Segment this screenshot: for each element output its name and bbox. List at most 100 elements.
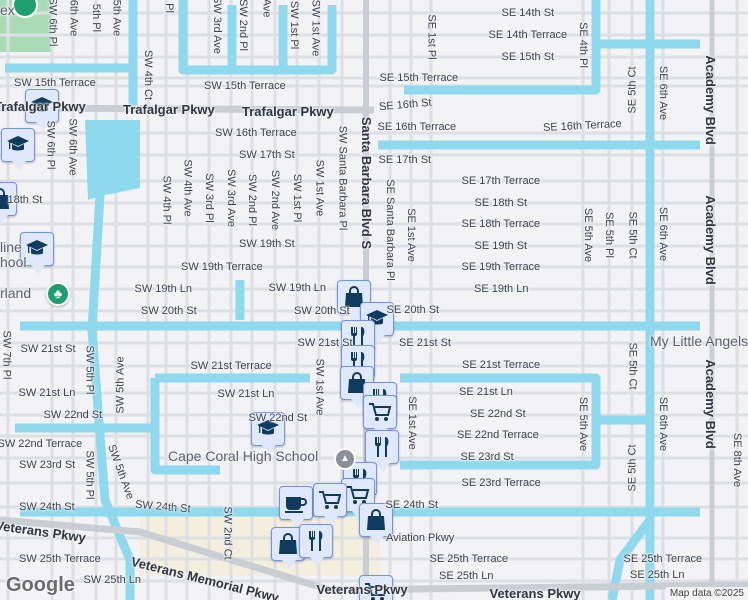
street-label: SE 19th Ln [474, 283, 529, 295]
school-marker[interactable] [20, 232, 54, 274]
street-label: SE 25th Ln [630, 569, 685, 581]
shopping-icon [279, 533, 297, 554]
park-pin-icon[interactable] [12, 0, 38, 18]
street-label: SW 21st Ln [18, 387, 76, 399]
street-label: SE 25th Terrace [429, 553, 509, 565]
street-label: SE 14th St [501, 7, 555, 19]
restaurant-icon [309, 531, 323, 551]
place-label-partial: rland [0, 285, 32, 301]
street-label: SW 22nd St [43, 409, 103, 421]
street-label: SE 24th St [385, 499, 439, 511]
lake [85, 120, 140, 200]
cart-icon [319, 491, 342, 509]
shopping-marker[interactable] [359, 503, 393, 545]
street-label: SE 18th St [474, 197, 528, 209]
restaurant-marker[interactable] [365, 430, 399, 472]
school-icon [7, 136, 29, 151]
street-label: SW 17th St [239, 149, 295, 161]
school-place-icon[interactable]: ▲ [334, 448, 356, 470]
street-label: SE 14th Terrace [488, 29, 568, 41]
street-label: SW 20th St [294, 305, 350, 317]
street-label: SE 23rd St [460, 451, 514, 463]
street-label: SE 15th St [501, 51, 555, 63]
canal [178, 0, 337, 75]
street-label: SW 21st St [297, 337, 353, 349]
street-label: SE 21st Terrace [462, 359, 541, 371]
restaurant-marker[interactable] [299, 524, 333, 566]
shopping-icon [348, 372, 366, 393]
street-label: SW 19th St [239, 238, 295, 250]
street-label: Aviation Pkwy [386, 532, 455, 544]
road-trafalgar-pkwy [0, 104, 375, 114]
cart-icon [369, 403, 392, 421]
street-label: SW 15th Terrace [14, 77, 96, 89]
street-label: SW 23rd St [19, 459, 76, 471]
street-label: SW 19th Ln [268, 282, 326, 294]
street-label: SW 22nd St [248, 412, 308, 424]
coffee-icon [285, 497, 307, 513]
school-icon [31, 97, 53, 112]
restaurant-icon [351, 327, 365, 347]
street-label: SE 19th Terrace [461, 261, 541, 273]
school-marker[interactable] [251, 412, 285, 454]
street-label: SW 24th St [19, 501, 75, 513]
place-label-partial: ex [0, 2, 15, 18]
street-label: SW 19th Terrace [181, 261, 263, 273]
street-label: SW 21st Ln [217, 388, 275, 400]
shopping-icon [367, 509, 385, 530]
shopping-icon [0, 188, 9, 209]
shopping-icon [345, 286, 363, 307]
place-label-my-little-angels[interactable]: My Little Angels [650, 333, 748, 349]
cart-marker[interactable] [313, 483, 347, 525]
street-label: SW 21st Terrace [190, 360, 272, 372]
street-label: 18th St [7, 194, 43, 206]
map-attribution[interactable]: Map data ©2025 [665, 587, 748, 600]
school-icon [26, 240, 48, 255]
google-logo: Google [6, 574, 75, 596]
cart-icon [365, 583, 388, 600]
street-label: SE 20th St [386, 304, 440, 316]
street-label: SE 22nd Terrace [457, 429, 539, 441]
school-marker[interactable] [1, 128, 35, 170]
restaurant-icon [375, 437, 389, 457]
street-label: SE 21st Ln [459, 386, 513, 398]
street-label: Trafalgar Pkwy [123, 102, 215, 117]
shopping-marker[interactable] [0, 182, 17, 224]
canal [404, 0, 601, 95]
street-label: Trafalgar Pkwy [0, 99, 86, 114]
tree-icon[interactable]: ♣ [46, 282, 70, 306]
street-label: SE 23rd Terrace [461, 477, 541, 489]
coffee-marker[interactable] [279, 486, 313, 528]
school-marker[interactable] [25, 89, 59, 131]
street-label: SE 16th Terrace [377, 121, 457, 133]
street-label: SE 21st St [399, 337, 451, 349]
road-veterans-pkwy [0, 516, 748, 594]
street-label: SE 22nd St [470, 408, 526, 420]
street-label: SE 19th St [474, 240, 528, 252]
cart-marker[interactable] [359, 575, 393, 600]
canal [150, 378, 220, 475]
street-label: SW 20th St [141, 305, 197, 317]
place-label-partial: line [0, 239, 22, 255]
street-label: SE 17th Terrace [461, 175, 541, 187]
street-label: SE 15th Terrace [379, 72, 459, 84]
street-label: Veterans Pkwy [316, 582, 408, 597]
street-label: SW 19th Ln [134, 283, 192, 295]
street-label: SE 25th Terrace [623, 553, 703, 565]
street-label: SW 15th Terrace [204, 80, 286, 92]
street-label: Trafalgar Pkwy [242, 104, 334, 119]
school-icon [257, 420, 279, 435]
street-label: SE 17th St [378, 154, 432, 166]
shopping-marker[interactable] [337, 280, 371, 322]
street-label: SW 21st St [20, 343, 76, 355]
place-label-partial: hool [0, 254, 27, 270]
street-label: SE 18th Terrace [461, 218, 541, 230]
street-label: SW 22nd Terrace [0, 438, 83, 450]
place-label-cape-coral-high-school[interactable]: Cape Coral High School [168, 448, 319, 464]
street-label: SW 25th Terrace [19, 553, 101, 565]
